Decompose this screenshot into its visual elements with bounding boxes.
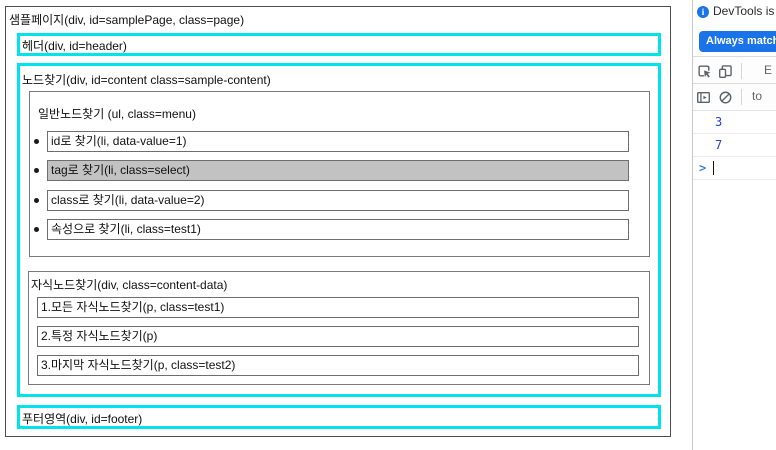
device-toolbar-icon[interactable] — [718, 64, 733, 79]
child-item-2: 2.특정 자식노드찾기(p) — [37, 326, 639, 347]
inspect-icon[interactable] — [697, 64, 712, 79]
devtools-divider[interactable] — [692, 0, 693, 450]
child-item-1: 1.모든 자식노드찾기(p, class=test1) — [37, 297, 639, 318]
devtools-notice-text: DevTools is — [713, 4, 775, 18]
content-box: 노드찾기(div, id=content class=sample-conten… — [17, 63, 661, 397]
clear-console-icon[interactable] — [718, 90, 733, 105]
menu-list-box: 일반노드찾기 (ul, class=menu) id로 찾기(li, data-… — [29, 91, 650, 257]
menu-item-attribute[interactable]: 속성으로 찾기(li, class=test1) — [47, 219, 629, 240]
devtools-main-toolbar: E — [693, 56, 776, 84]
content-data-box: 자식노드찾기(div, class=content-data) 1.모든 자식노… — [28, 271, 650, 385]
header-label: 헤더(div, id=header) — [22, 39, 127, 53]
console-value: 3 — [715, 115, 723, 129]
footer-label: 푸터영역(div, id=footer) — [22, 412, 143, 426]
child-item-3: 3.마지막 자식노드찾기(p, class=test2) — [37, 355, 639, 376]
menu-item-class[interactable]: class로 찾기(li, data-value=2) — [47, 190, 629, 211]
menu-item-tag[interactable]: tag로 찾기(li, class=select) — [47, 160, 629, 181]
info-icon: i — [697, 6, 709, 18]
footer-box: 푸터영역(div, id=footer) — [17, 405, 661, 429]
toolbar-separator — [741, 63, 742, 79]
text-cursor — [713, 161, 714, 175]
content-data-title: 자식노드찾기(div, class=content-data) — [31, 278, 228, 292]
bullet-icon — [34, 227, 39, 232]
menu-item-id[interactable]: id로 찾기(li, data-value=1) — [47, 131, 629, 152]
context-selector-top[interactable]: to — [752, 89, 763, 103]
bullet-icon — [34, 168, 39, 173]
menu-title: 일반노드찾기 (ul, class=menu) — [38, 107, 196, 121]
prompt-chevron-icon: > — [699, 161, 707, 175]
always-match-button[interactable]: Always match — [699, 31, 776, 52]
bullet-icon — [34, 198, 39, 203]
console-sidebar-icon[interactable] — [696, 90, 711, 105]
console-value: 7 — [715, 138, 723, 152]
header-box: 헤더(div, id=header) — [17, 33, 661, 56]
toolbar-separator — [741, 89, 742, 105]
bullet-icon — [34, 139, 39, 144]
console-log-row: 7 — [693, 134, 776, 157]
devtools-panel: i DevTools is Always match E — [693, 0, 776, 450]
console-toolbar: to — [693, 84, 776, 111]
content-label: 노드찾기(div, id=content class=sample-conten… — [22, 73, 271, 87]
console-log-row: 3 — [693, 111, 776, 134]
tab-elements[interactable]: E — [764, 63, 773, 77]
sample-page-box: 샘플페이지(div, id=samplePage, class=page) 헤더… — [5, 6, 671, 437]
sample-page-label: 샘플페이지(div, id=samplePage, class=page) — [9, 13, 245, 27]
console-prompt-row[interactable]: > — [693, 157, 776, 180]
